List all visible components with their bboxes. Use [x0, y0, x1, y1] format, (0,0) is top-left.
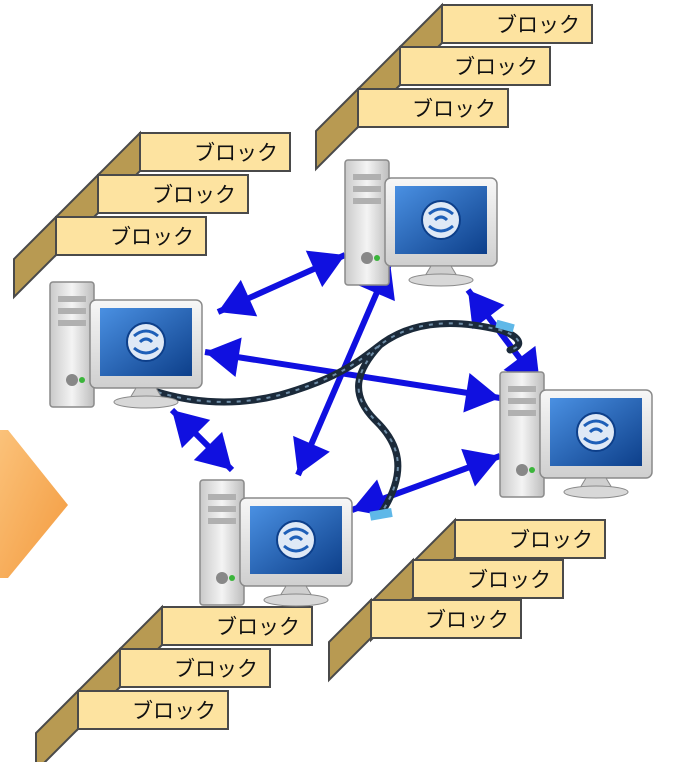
os-logo-swirl — [283, 527, 309, 553]
link-computer-bottom-computer-right — [350, 448, 502, 518]
link-computer-top-computer-right — [465, 288, 543, 387]
os-logo-swirl — [428, 207, 454, 233]
computer-icon — [384, 177, 498, 287]
os-logo — [126, 322, 166, 362]
block-face — [55, 216, 207, 256]
block-side — [35, 688, 79, 762]
block-face — [370, 599, 522, 639]
computer-bottom — [199, 479, 353, 607]
power-button — [66, 374, 78, 386]
cable-texture — [111, 322, 520, 516]
os-logo — [421, 200, 461, 240]
power-button — [361, 252, 373, 264]
arrow-head — [305, 250, 345, 288]
power-led — [529, 467, 535, 473]
drive-bay — [208, 518, 236, 524]
block-face — [399, 46, 551, 86]
block-label: ブロック — [509, 528, 593, 552]
computer-icon — [89, 299, 203, 409]
link-computer-left-computer-top — [216, 250, 347, 317]
block-face — [357, 88, 509, 128]
block-face — [119, 648, 271, 688]
block-label: ブロック — [174, 657, 258, 681]
drive-bay — [58, 320, 86, 326]
block-label: ブロック — [216, 615, 300, 639]
block-face — [441, 4, 593, 44]
arrow-head — [218, 279, 258, 317]
arrow-head — [193, 431, 232, 470]
block-label: ブロック — [454, 55, 538, 79]
computer-icon — [539, 389, 653, 499]
computer-right — [499, 371, 653, 499]
link-computer-left-computer-right — [204, 337, 501, 413]
block-stacks: ブロックブロックブロックブロックブロックブロックブロックブロックブロックブロック… — [13, 2, 606, 762]
os-logo-swirl — [133, 329, 159, 355]
link-computer-left-computer-bottom — [169, 407, 235, 473]
block: ブロック — [13, 214, 207, 300]
block-face — [161, 606, 313, 646]
block: ブロック — [315, 86, 509, 172]
drive-bay — [208, 506, 236, 512]
drive-bay — [353, 186, 381, 192]
block-face — [139, 132, 291, 172]
block-face — [454, 519, 606, 559]
computer-icon — [239, 497, 353, 607]
block-side — [315, 86, 359, 172]
power-led — [229, 575, 235, 581]
block-face — [97, 174, 249, 214]
block-face — [412, 559, 564, 599]
drive-bay — [208, 494, 236, 500]
arrow-shaft — [204, 349, 501, 401]
drive-bay — [508, 398, 536, 404]
arrow-head — [293, 435, 330, 475]
cable-plug-right — [495, 319, 515, 333]
cable-plug-bottom — [369, 507, 393, 521]
block: ブロック — [328, 597, 522, 683]
computer-left — [49, 281, 203, 409]
arrow-head — [468, 290, 505, 330]
power-button — [516, 464, 528, 476]
drive-bay — [58, 296, 86, 302]
arrow-head — [205, 337, 242, 377]
drive-bay — [353, 174, 381, 180]
os-logo — [576, 412, 616, 452]
monitor-base — [263, 593, 329, 607]
drive-bay — [508, 386, 536, 392]
power-led — [79, 377, 85, 383]
drive-bay — [353, 198, 381, 204]
drive-bay — [58, 308, 86, 314]
block-label: ブロック — [496, 13, 580, 37]
power-button — [216, 572, 228, 584]
block-label: ブロック — [110, 225, 194, 249]
os-logo-swirl — [583, 419, 609, 445]
block-label: ブロック — [425, 608, 509, 632]
block-label: ブロック — [194, 141, 278, 165]
os-logo — [276, 520, 316, 560]
computer-nodes — [49, 159, 653, 607]
orange-arrow-shape — [0, 430, 68, 578]
monitor-base — [113, 395, 179, 409]
arrow-head — [172, 410, 211, 449]
computer-top — [344, 159, 498, 287]
block-face — [77, 690, 229, 730]
arrow-head — [463, 373, 500, 413]
drive-bay — [508, 410, 536, 416]
block-label: ブロック — [152, 183, 236, 207]
power-led — [374, 255, 380, 261]
block-label: ブロック — [467, 568, 551, 592]
monitor-base — [408, 273, 474, 287]
block-side — [328, 597, 372, 683]
monitor-base — [563, 485, 629, 499]
block: ブロック — [35, 688, 229, 762]
block-label: ブロック — [412, 97, 496, 121]
block-label: ブロック — [132, 699, 216, 723]
arrow-head — [461, 448, 500, 487]
